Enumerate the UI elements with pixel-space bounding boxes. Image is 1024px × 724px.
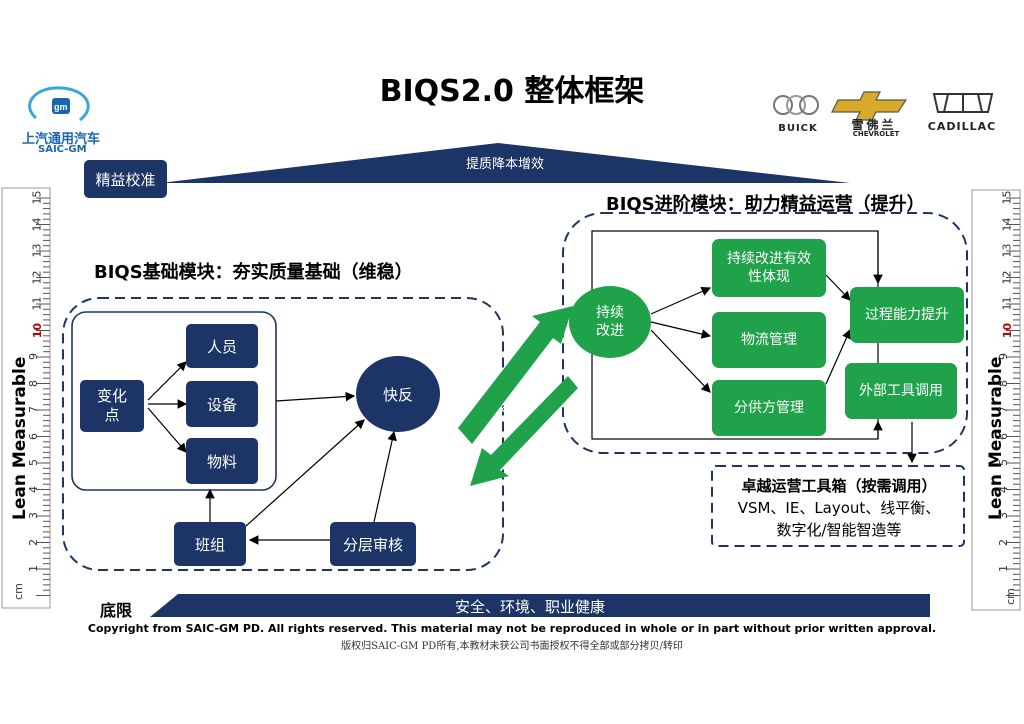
chevrolet-label: CHEVROLET xyxy=(852,130,900,138)
ruler-number-right: 4 xyxy=(997,485,1010,493)
ruler-number-right: 13 xyxy=(1000,243,1014,258)
fmea-arrow-down xyxy=(470,376,578,486)
quick-response-label: 快反 xyxy=(382,386,413,404)
triangle-label: 提质降本增效 xyxy=(465,157,544,172)
right-ruler xyxy=(971,189,1021,611)
continuous-improvement-ellipse xyxy=(569,286,651,358)
ruler-number-left: 10 xyxy=(31,322,45,338)
layered-audit-box: 分层审核 xyxy=(330,522,416,566)
top-triangle-banner xyxy=(160,143,850,183)
chevrolet-logo-icon xyxy=(831,91,908,121)
left-ruler xyxy=(1,187,51,609)
basic-module-frame xyxy=(62,297,504,571)
ruler-number-right: 3 xyxy=(997,512,1010,519)
ruler-number-left: 8 xyxy=(27,379,40,387)
continuous-improvement-label: 持续 改进 xyxy=(596,305,624,339)
basic-module-heading: BIQS基础模块：夯实质量基础（维稳） xyxy=(94,262,413,283)
saic-gm-logo-icon: gm xyxy=(28,86,90,122)
cadillac-label: CADILLAC xyxy=(927,120,997,133)
people-box: 人员 xyxy=(186,324,258,368)
toolbox-line-2: VSM、IE、Layout、线平衡、 xyxy=(737,499,941,517)
ruler-number-right: 7 xyxy=(997,406,1010,413)
logo-english-name: SAIC-GM xyxy=(38,144,87,155)
toolbox-text: 卓越运营工具箱（按需调用） VSM、IE、Layout、线平衡、 数字化/智能智… xyxy=(720,475,958,541)
logistics-box: 物流管理 xyxy=(712,312,826,368)
bottom-label: 安全、环境、职业健康 xyxy=(454,598,605,616)
lean-calibration-tag: 精益校准 xyxy=(84,160,167,198)
ruler-number-left: 14 xyxy=(30,217,44,231)
supplier-box: 分供方管理 xyxy=(712,380,826,436)
ruler-number-right: 15 xyxy=(1000,190,1014,205)
equipment-box: 设备 xyxy=(186,381,258,427)
ruler-number-right: 6 xyxy=(997,432,1010,440)
material-box: 物料 xyxy=(186,438,258,484)
ruler-number-left: 3 xyxy=(27,512,40,519)
bottom-banner xyxy=(150,594,930,617)
buick-logo-icon xyxy=(773,95,819,115)
ruler-number-left: 11 xyxy=(30,296,44,311)
page-title: BIQS2.0 整体框架 xyxy=(379,74,645,109)
left-ruler-unit: cm xyxy=(11,583,25,600)
ruler-number-left: 12 xyxy=(30,270,44,284)
cadillac-logo-icon xyxy=(932,93,994,113)
toolbox-title: 卓越运营工具箱（按需调用） xyxy=(741,477,937,495)
toolbox-line-3: 数字化/智能智造等 xyxy=(776,521,902,539)
ruler-number-left: 1 xyxy=(27,565,40,572)
ruler-number-left: 4 xyxy=(27,485,40,493)
toolbox-frame xyxy=(711,465,965,547)
ruler-number-right: 5 xyxy=(997,459,1010,466)
ruler-number-right: 1 xyxy=(997,565,1010,572)
advanced-module-heading: BIQS进阶模块：助力精益运营（提升） xyxy=(606,194,925,215)
process-capability-box: 过程能力提升 xyxy=(850,287,964,343)
bottom-tag: 底限 xyxy=(100,601,133,620)
logo-chinese-name: 上汽通用汽车 xyxy=(22,132,101,147)
ruler-number-right: 11 xyxy=(1000,296,1014,311)
ruler-number-right: 12 xyxy=(1000,270,1014,284)
ruler-number-left: 9 xyxy=(27,353,40,360)
team-box: 班组 xyxy=(174,522,246,566)
ruler-number-right: 14 xyxy=(1000,217,1014,231)
ruler-number-left: 5 xyxy=(27,459,40,466)
copyright-cn: 版权归SAIC-GM PD所有,本教材未获公司书面授权不得全部或部分拷贝/转印 xyxy=(341,641,683,652)
chevrolet-cn-label: 雪佛兰 xyxy=(851,118,897,132)
ruler-number-right: 8 xyxy=(997,379,1010,387)
ruler-number-right: 2 xyxy=(997,538,1010,546)
ruler-number-left: 15 xyxy=(30,190,44,205)
quick-response-ellipse xyxy=(356,356,440,432)
fmea-arrow-up xyxy=(458,306,573,444)
ruler-number-right: 10 xyxy=(1001,322,1015,338)
right-ruler-unit: cm xyxy=(1003,588,1017,605)
svg-text:gm: gm xyxy=(54,102,68,112)
ruler-number-left: 7 xyxy=(27,406,40,413)
effectiveness-box: 持续改进有效 性体现 xyxy=(712,239,826,297)
ruler-number-right: 9 xyxy=(997,353,1010,360)
buick-label: BUICK xyxy=(778,123,818,134)
ruler-number-left: 2 xyxy=(27,538,40,546)
copyright-en: Copyright from SAIC-GM PD. All rights re… xyxy=(87,622,937,635)
change-point-box: 变化 点 xyxy=(80,380,144,432)
ruler-number-left: 6 xyxy=(27,432,40,440)
ruler-number-left: 13 xyxy=(30,243,44,258)
external-tools-box: 外部工具调用 xyxy=(845,363,957,419)
